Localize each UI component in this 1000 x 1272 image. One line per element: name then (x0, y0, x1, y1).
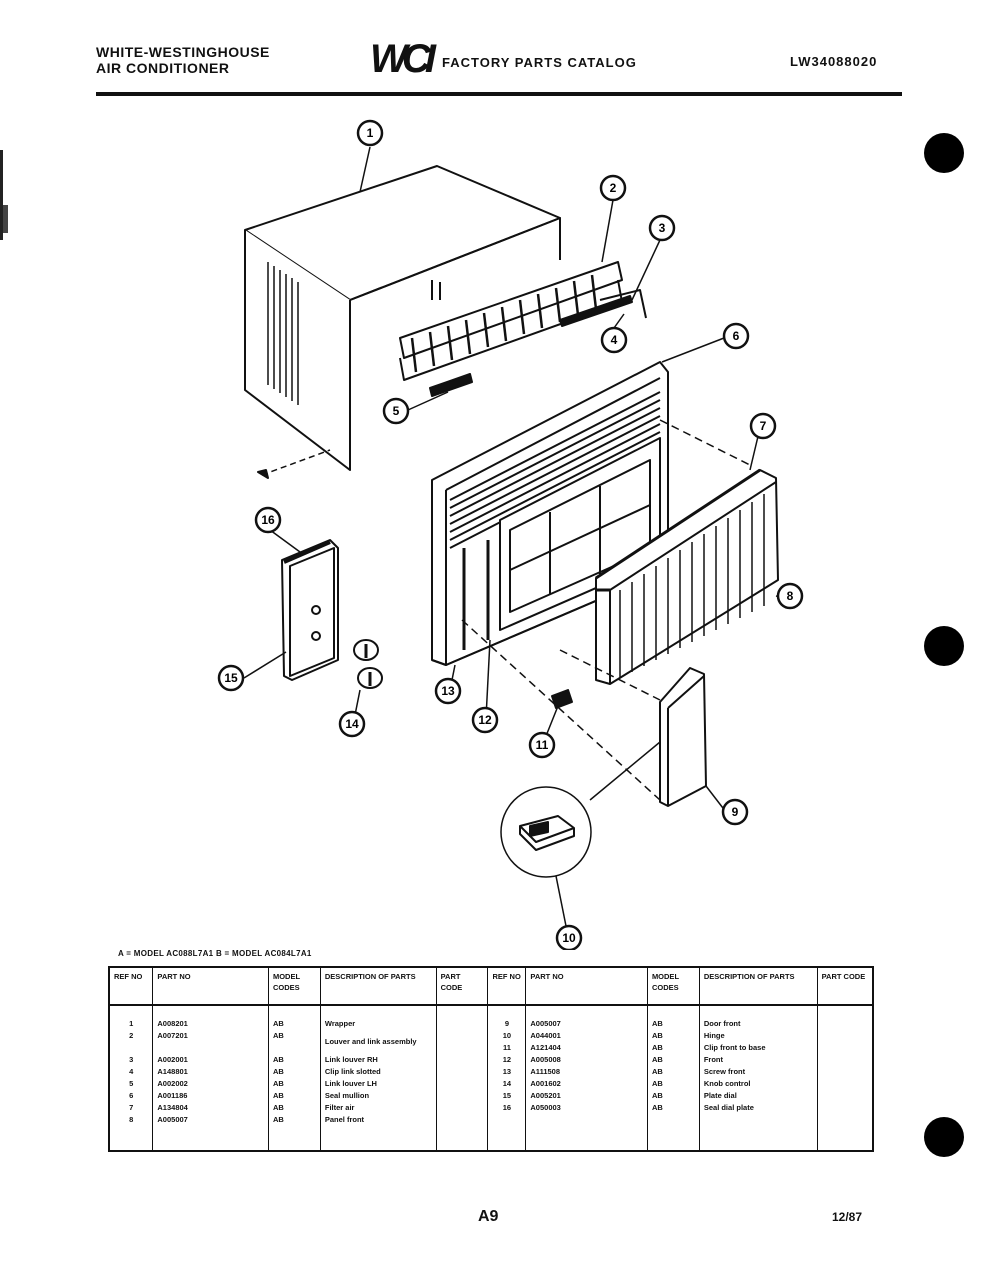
punch-hole-middle (924, 626, 964, 666)
callout-label-14: 14 (345, 717, 359, 731)
col-codes-right: MODEL CODES (646, 967, 700, 1006)
callout-circle-11 (528, 731, 556, 759)
air-filter (595, 468, 779, 685)
col-part-left: PART NO (152, 967, 269, 1006)
callout-label-2: 2 (610, 181, 617, 195)
callout-circle-5 (382, 397, 410, 425)
col-desc-right: DESCRIPTION OF PARTS (698, 967, 818, 1006)
table-row: 7 A134804 AB Filter air 16 A050003 AB Se… (108, 1102, 874, 1114)
table-row: 2 A007201 AB Louver and link assembly 10… (108, 1030, 874, 1054)
callout-label-10: 10 (562, 931, 576, 945)
table-row: 5 A002002 AB Link louver LH 14 A001602 A… (108, 1078, 874, 1090)
callout-label-15: 15 (224, 671, 238, 685)
callout-circle-15 (217, 664, 245, 692)
table-row (108, 1005, 874, 1018)
callout-label-16: 16 (261, 513, 275, 527)
catalog-number: LW34088020 (790, 54, 878, 69)
col-desc-left: DESCRIPTION OF PARTS (319, 967, 437, 1006)
catalog-title: FACTORY PARTS CATALOG (442, 55, 637, 70)
table-row: 11 A121404 AB Clip front to base (108, 1042, 874, 1054)
table-row: 6 A001186 AB Seal mullion 15 A005201 AB … (108, 1090, 874, 1102)
magnified-detail (500, 741, 661, 878)
callout-circle-14 (338, 710, 366, 738)
brand-line-1: WHITE-WESTINGHOUSE (96, 44, 270, 60)
door-front (659, 667, 707, 807)
callout-circle-10 (555, 924, 583, 950)
callout-label-4: 4 (611, 333, 618, 347)
wci-logo: WCI (370, 37, 437, 78)
callout-label-5: 5 (393, 404, 400, 418)
table-row: 1 A008201 AB Wrapper 9 A005007 AB Door f… (108, 1018, 874, 1030)
punch-hole-top (924, 133, 964, 173)
table-row (108, 1126, 874, 1151)
callout-circle-9 (721, 798, 749, 826)
callout-circle-7 (749, 412, 777, 440)
callout-label-1: 1 (367, 126, 374, 140)
page-number: A9 (478, 1208, 499, 1225)
callout-label-6: 6 (733, 329, 740, 343)
wrapper-cabinet (244, 165, 561, 479)
model-legend: A = MODEL AC088L7A1 B = MODEL AC084L7A1 (118, 949, 312, 958)
louver-assembly (399, 261, 647, 397)
callout-circle-16 (254, 506, 282, 534)
callout-circle-8 (776, 582, 804, 610)
col-ref-right: REF NO (487, 967, 527, 1006)
header-rule (96, 92, 902, 96)
catalog-date: 12/87 (832, 1210, 863, 1224)
table-header-row: REF NO PART NO MODEL CODES DESCRIPTION O… (108, 967, 874, 1006)
callout-label-11: 11 (536, 738, 549, 752)
callout-circle-2 (599, 174, 627, 202)
callout-label-12: 12 (478, 713, 492, 727)
callout-circle-1 (356, 119, 384, 147)
callout-circle-6 (722, 322, 750, 350)
punch-hole-bottom (924, 1117, 964, 1157)
col-part-right: PART NO (525, 967, 648, 1006)
callout-label-3: 3 (659, 221, 666, 235)
table-row: 3 A002001 AB Link louver RH 12 A005008 A… (108, 1054, 874, 1066)
col-codes-left: MODEL CODES (267, 967, 321, 1006)
callout-circle-12 (471, 706, 499, 734)
scan-edge-mark (0, 150, 8, 240)
exploded-parts-diagram: 1 2 3 4 5 6 7 8 9 10 11 12 13 14 15 16 (217, 119, 804, 950)
col-pcode-right: PART CODE (816, 967, 874, 1006)
table-row: 8 A005007 AB Panel front (108, 1114, 874, 1126)
callout-circle-4 (600, 326, 628, 354)
callout-label-8: 8 (787, 589, 794, 603)
callouts: 1 2 3 4 5 6 7 8 9 10 11 12 13 14 15 16 (217, 119, 804, 950)
clip-front-to-base (551, 689, 573, 709)
callout-label-7: 7 (760, 419, 767, 433)
table-row: 4 A148801 AB Clip link slotted 13 A11150… (108, 1066, 874, 1078)
control-knobs (353, 639, 383, 689)
col-pcode-left: PART CODE (435, 967, 489, 1006)
wci-logo-text: WCI (370, 37, 437, 78)
callout-circle-3 (648, 214, 676, 242)
brand-title: WHITE-WESTINGHOUSE AIR CONDITIONER (96, 44, 270, 76)
col-ref-left: REF NO (108, 967, 154, 1006)
callout-circle-13 (434, 677, 462, 705)
brand-line-2: AIR CONDITIONER (96, 60, 230, 76)
dial-plate (281, 539, 339, 681)
callout-label-13: 13 (441, 684, 455, 698)
parts-table: REF NO PART NO MODEL CODES DESCRIPTION O… (108, 966, 874, 1152)
callout-label-9: 9 (732, 805, 739, 819)
